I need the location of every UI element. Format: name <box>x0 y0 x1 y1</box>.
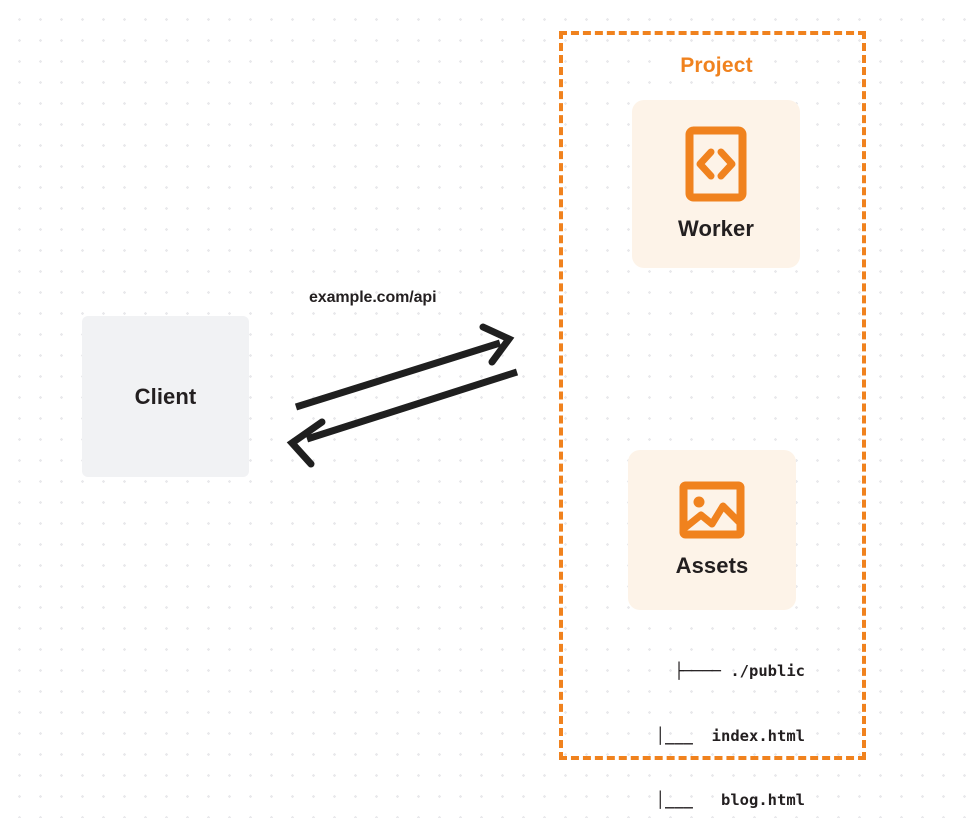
assets-card-label: Assets <box>675 553 749 578</box>
assets-card[interactable]: Assets <box>628 450 796 610</box>
connection-label: example.com/api <box>309 289 437 306</box>
worker-card[interactable]: Worker <box>632 100 800 268</box>
client-label: Client <box>134 383 197 409</box>
worker-card-label: Worker <box>678 216 754 241</box>
client-box[interactable]: Client <box>82 316 249 477</box>
tree-row-root: ├──── ./public <box>674 662 805 680</box>
project-label: Project <box>680 54 753 77</box>
image-icon <box>679 481 745 539</box>
code-brackets-icon <box>685 126 747 202</box>
project-group: Project <box>559 31 866 760</box>
assets-file-tree: ├──── ./public │___ index.html │___ blog… <box>605 618 805 818</box>
tree-row-blog: │___ blog.html <box>618 791 805 809</box>
tree-row-index: │___ index.html <box>618 726 805 745</box>
response-arrow <box>286 368 519 468</box>
project-label-backdrop <box>665 55 767 77</box>
request-arrow <box>294 323 515 411</box>
